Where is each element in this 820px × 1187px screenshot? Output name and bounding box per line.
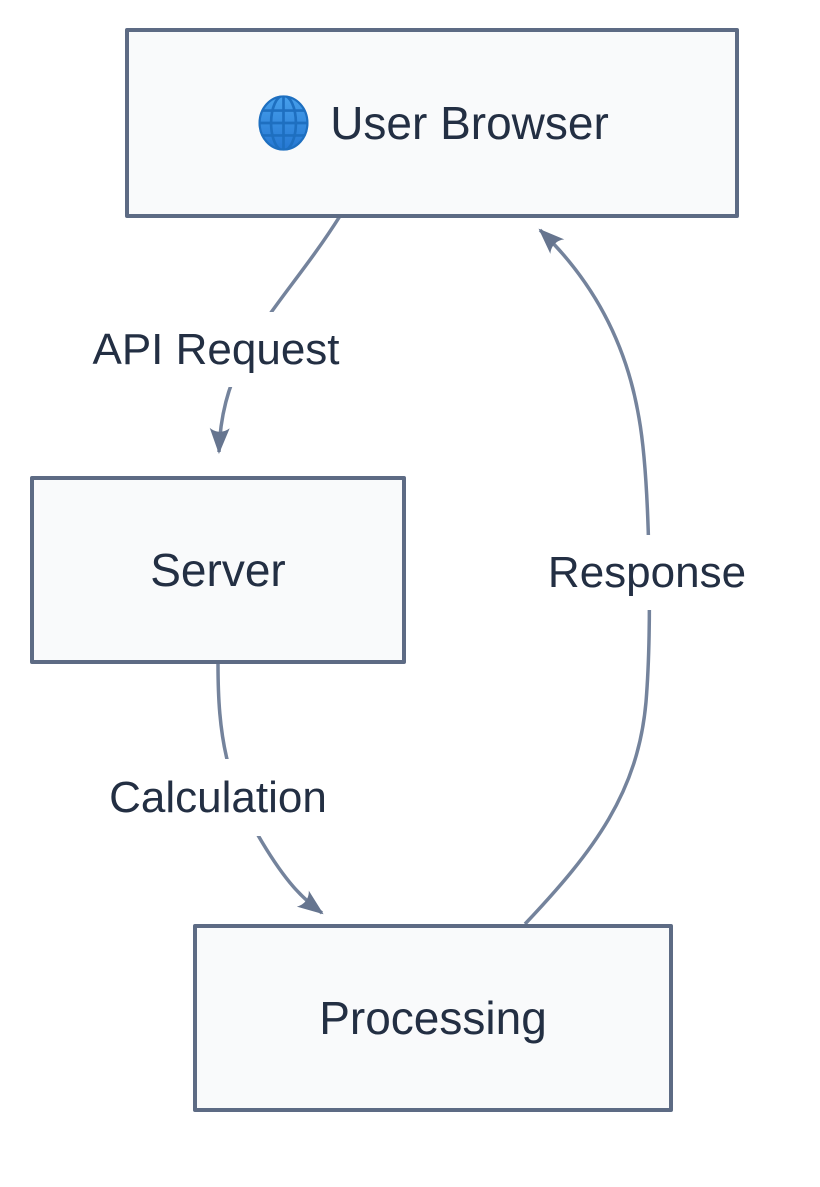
edge-label-calculation: Calculation: [88, 759, 348, 836]
globe-icon: [258, 95, 309, 151]
node-label-processing: Processing: [319, 992, 547, 1044]
node-user-browser: User Browser: [125, 28, 739, 218]
edge-label-api-request: API Request: [76, 312, 356, 387]
node-server: Server: [30, 476, 406, 664]
node-processing: Processing: [193, 924, 673, 1112]
node-label-user-browser: User Browser: [330, 97, 609, 149]
edge-label-response: Response: [535, 535, 759, 610]
node-label-server: Server: [150, 544, 286, 596]
